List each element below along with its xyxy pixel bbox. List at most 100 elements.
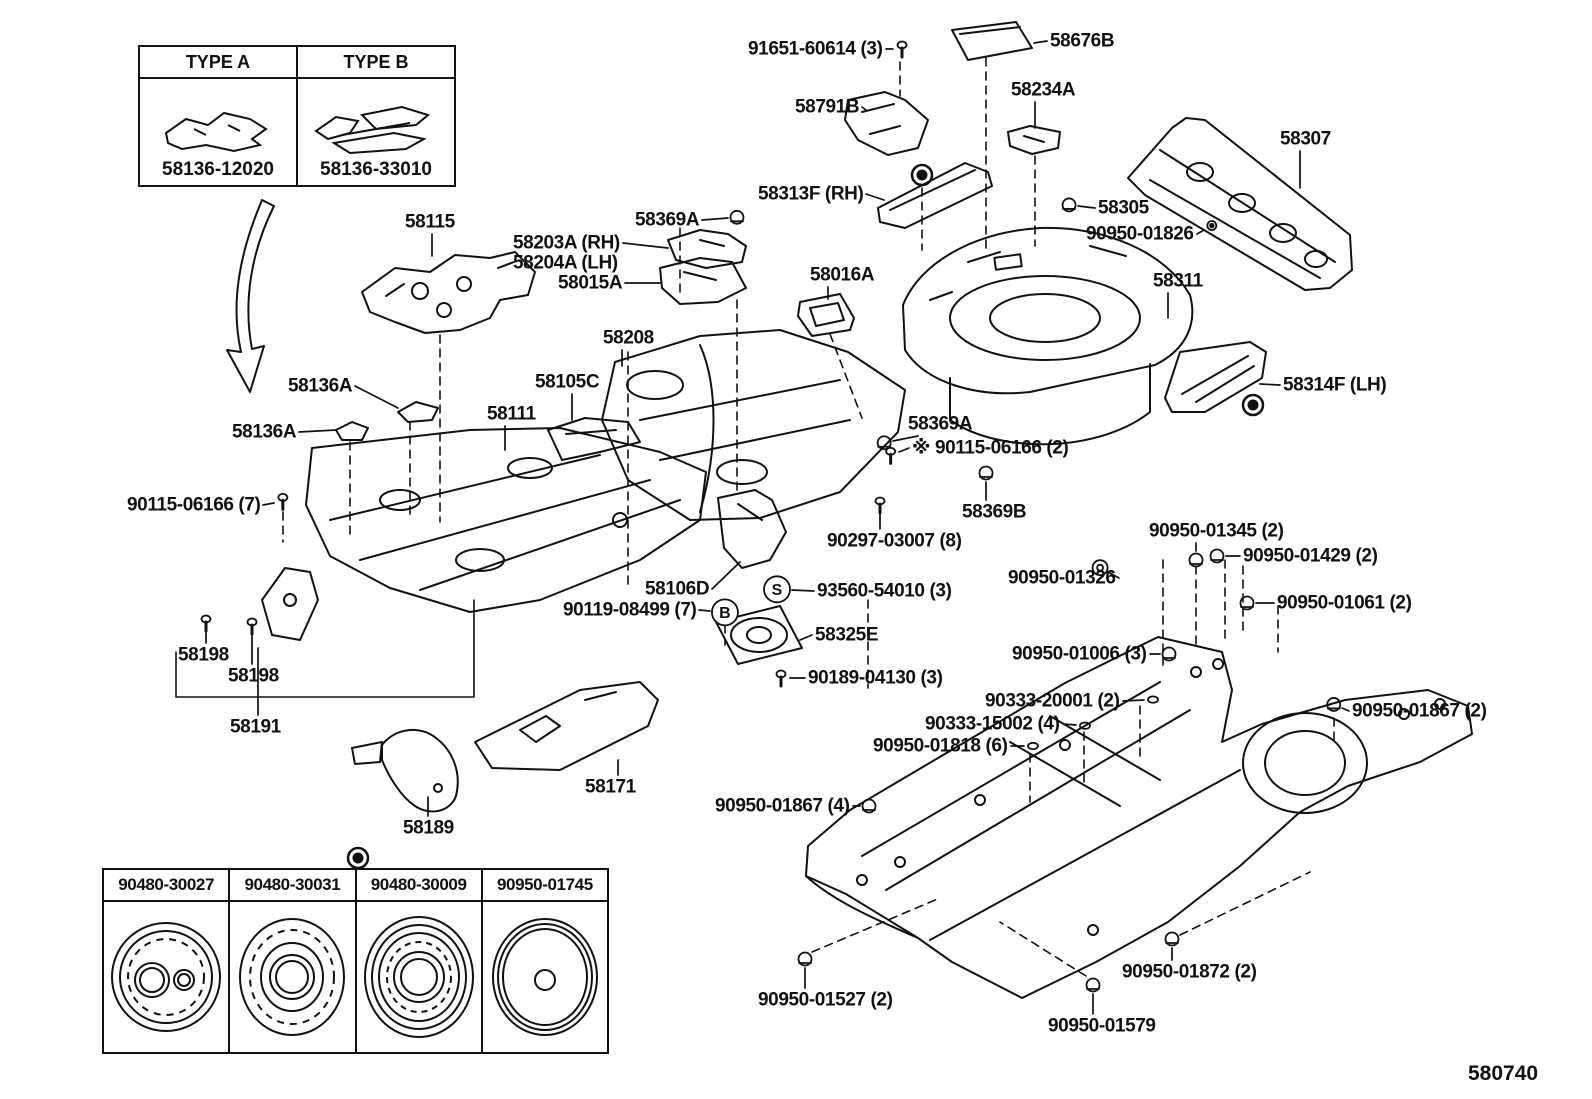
part-label: 58171	[585, 776, 636, 798]
grommet-cell-1	[101, 900, 231, 1054]
part-label: 91651-60614 (3)	[748, 38, 883, 60]
part-58191-drawing	[261, 567, 319, 641]
part-58115-drawing	[361, 251, 536, 334]
part-label: 58369A	[635, 209, 700, 231]
grommet-header-2: 90480-30031	[228, 868, 357, 902]
part-58313f-drawing	[877, 162, 993, 229]
part-label: 58791B	[795, 96, 860, 118]
part-58136a-clip1-drawing	[397, 401, 439, 423]
part-58314f-drawing	[1164, 341, 1267, 413]
part-label: 58189	[403, 817, 454, 839]
part-label: 58313F (RH)	[758, 183, 864, 205]
part-label: 58016A	[810, 264, 875, 286]
fastener-bolt-icon	[885, 446, 897, 465]
part-58105c-drawing	[547, 417, 641, 461]
part-58791b-drawing	[844, 91, 929, 156]
part-label: 90333-15002 (4)	[925, 713, 1060, 735]
svg-text:B: B	[719, 605, 731, 622]
grommet-cell-3	[354, 900, 483, 1054]
fastener-clip-icon	[1061, 197, 1077, 213]
fastener-clip-icon	[797, 951, 813, 967]
part-label: 90950-01429 (2)	[1243, 545, 1378, 567]
part-label: 90115-06166 (7)	[127, 494, 261, 516]
fastener-circle-B-icon: B	[711, 598, 739, 627]
part-label: 58111	[487, 403, 536, 425]
part-58307-drawing	[1127, 117, 1353, 291]
part-label: 90333-20001 (2)	[985, 690, 1120, 712]
part-58016a-drawing	[797, 293, 855, 337]
part-label: 90950-01579	[1048, 1015, 1156, 1037]
fastener-stud-icon	[1091, 559, 1109, 577]
part-label: 90950-01006 (3)	[1012, 643, 1147, 665]
fastener-clip-icon	[978, 465, 994, 481]
assembly-dashed-lines	[282, 57, 1335, 977]
fastener-clip-icon	[1326, 697, 1342, 712]
fastener-clip-icon	[1085, 977, 1101, 993]
grommet-cell-2	[228, 900, 357, 1054]
part-58171-drawing	[474, 681, 659, 771]
fastener-bolt-icon	[200, 614, 212, 633]
part-58106d-drawing	[717, 489, 787, 569]
part-label: 90950-01326	[1008, 567, 1116, 589]
part-58676b-drawing	[951, 21, 1033, 61]
leader-lines: BS	[200, 40, 1350, 1015]
type-b-cell: 58136-33010	[296, 77, 456, 187]
part-label: 58369B	[962, 501, 1027, 523]
part-label: 58204A (LH)	[513, 252, 618, 274]
part-58311-drawing	[902, 226, 1194, 446]
fastener-clip-icon	[1209, 548, 1225, 564]
type-a-part-number: 58136-12020	[162, 159, 274, 180]
part-label: 90950-01818 (6)	[873, 735, 1008, 757]
clip-type-b-drawing	[314, 105, 431, 155]
part-label: 58314F (LH)	[1283, 374, 1387, 396]
fastener-clip-icon	[1188, 552, 1204, 568]
svg-text:S: S	[772, 582, 783, 599]
part-label: 58191	[230, 716, 281, 738]
fastener-bolt-icon	[874, 496, 886, 515]
part-58189-drawing	[351, 728, 459, 813]
part-label: 90950-01826	[1086, 223, 1194, 245]
fastener-bolt-icon	[896, 40, 908, 59]
part-label: 58136A	[232, 421, 297, 443]
grommet-drawing-4	[491, 918, 598, 1036]
part-58234a-drawing	[1007, 125, 1061, 155]
part-label: 90950-01867 (4)	[715, 795, 850, 817]
grommet-header-1: 90480-30027	[101, 868, 231, 902]
part-label: 58676B	[1050, 30, 1115, 52]
part-label: 58305	[1098, 197, 1149, 219]
part-58325e-drawing	[715, 605, 803, 665]
part-58136a-clip2-drawing	[335, 421, 369, 441]
part-label: 58105C	[535, 371, 600, 393]
part-label: 58307	[1280, 128, 1331, 150]
fastener-pin-icon	[1079, 721, 1091, 730]
grommet-header-4: 90950-01745	[480, 868, 610, 902]
fastener-circle-S-icon: S	[763, 575, 791, 604]
clip-type-a-drawing	[164, 111, 268, 153]
type-a-cell: 58136-12020	[138, 77, 298, 187]
fastener-clip-icon	[1161, 646, 1177, 662]
part-label: 90950-01872 (2)	[1122, 961, 1257, 983]
part-label: 58208	[603, 327, 654, 349]
grommet-cell-4	[480, 900, 610, 1054]
part-label: 58198	[178, 644, 229, 666]
type-b-header: TYPE B	[296, 45, 456, 79]
part-label: 58369A	[908, 413, 973, 435]
part-label: 58203A (RH)	[513, 232, 620, 254]
fastener-pin-icon	[1147, 695, 1159, 704]
fastener-clip-icon	[729, 209, 745, 225]
part-label: 90950-01867 (2)	[1352, 700, 1487, 722]
part-label: 58325E	[815, 624, 879, 646]
fastener-clip-icon	[876, 435, 892, 451]
part-label: 90189-04130 (3)	[808, 667, 943, 689]
part-label: 90297-03007 (8)	[827, 530, 962, 552]
type-table: TYPE A TYPE B 58136-12020	[138, 45, 456, 187]
part-label: 58115	[405, 211, 455, 233]
part-label: ※ 90115-06166 (2)	[912, 437, 1069, 459]
grommet-header-3: 90480-30009	[354, 868, 483, 902]
fastener-clip-icon	[1164, 931, 1180, 947]
part-58203a-drawing	[667, 229, 747, 269]
part-label: 58015A	[558, 272, 623, 294]
part-label: 58136A	[288, 375, 353, 397]
